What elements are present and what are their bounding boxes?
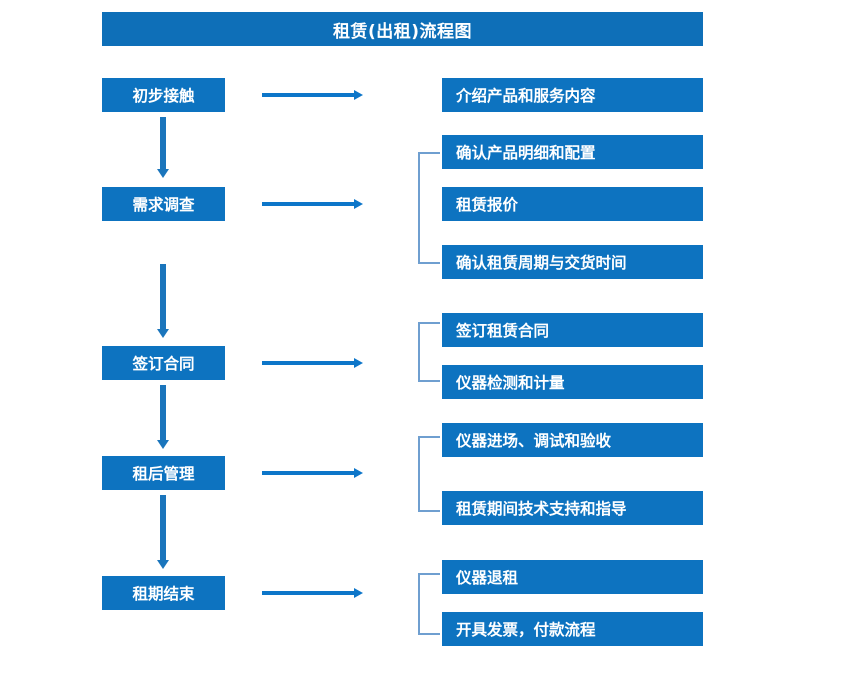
detail-box-1-1[interactable]: 介绍产品和服务内容 (442, 78, 703, 112)
arrow-head (157, 329, 169, 338)
group-bracket-4 (418, 436, 440, 512)
detail-box-5-2[interactable]: 开具发票，付款流程 (442, 612, 703, 646)
arrow-head (157, 560, 169, 569)
arrow-head (354, 90, 363, 100)
detail-box-5-1[interactable]: 仪器退租 (442, 560, 703, 594)
detail-box-3-2[interactable]: 仪器检测和计量 (442, 365, 703, 399)
stage-box-4[interactable]: 租后管理 (102, 456, 225, 490)
vertical-arrow-3 (157, 385, 169, 449)
arrow-head (354, 468, 363, 478)
detail-box-2-3[interactable]: 确认租赁周期与交货时间 (442, 245, 703, 279)
detail-box-3-1[interactable]: 签订租赁合同 (442, 313, 703, 347)
detail-box-4-1[interactable]: 仪器进场、调试和验收 (442, 423, 703, 457)
arrow-head (354, 199, 363, 209)
vertical-arrow-2 (157, 264, 169, 338)
detail-box-4-2[interactable]: 租赁期间技术支持和指导 (442, 491, 703, 525)
flowchart-title: 租赁(出租)流程图 (102, 12, 703, 46)
arrow-shaft (262, 93, 354, 97)
group-bracket-5 (418, 573, 440, 635)
arrow-shaft (262, 471, 354, 475)
stage-box-2[interactable]: 需求调查 (102, 187, 225, 221)
detail-box-2-2[interactable]: 租赁报价 (442, 187, 703, 221)
arrow-shaft (160, 385, 166, 440)
arrow-shaft (160, 495, 166, 560)
stage-box-1[interactable]: 初步接触 (102, 78, 225, 112)
stage-box-5[interactable]: 租期结束 (102, 576, 225, 610)
group-bracket-3 (418, 322, 440, 382)
arrow-shaft (160, 264, 166, 329)
arrow-head (354, 588, 363, 598)
stage-box-3[interactable]: 签订合同 (102, 346, 225, 380)
arrow-head (157, 169, 169, 178)
arrow-head (354, 358, 363, 368)
group-bracket-2 (418, 152, 440, 264)
arrow-shaft (262, 591, 354, 595)
arrow-head (157, 440, 169, 449)
detail-box-2-1[interactable]: 确认产品明细和配置 (442, 135, 703, 169)
arrow-shaft (160, 117, 166, 169)
arrow-shaft (262, 202, 354, 206)
vertical-arrow-1 (157, 117, 169, 178)
vertical-arrow-4 (157, 495, 169, 569)
arrow-shaft (262, 361, 354, 365)
